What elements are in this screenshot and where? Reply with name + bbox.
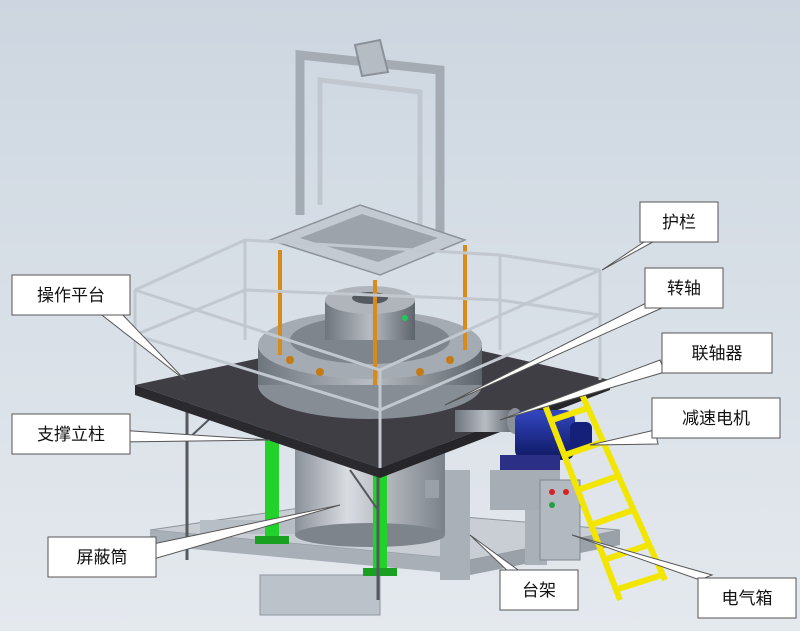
label-coupling: 联轴器 [692, 344, 743, 364]
label-shaft: 转轴 [667, 279, 701, 299]
lifting-frame [295, 38, 445, 250]
label-platform: 操作平台 [37, 286, 105, 306]
support-columns [185, 399, 397, 600]
callout-shield-cylinder: 屏蔽筒 [47, 504, 341, 578]
callout-guardrail: 护栏 [601, 201, 719, 271]
callout-shaft: 转轴 [444, 267, 724, 406]
callout-stand: 台架 [469, 534, 579, 611]
coupling [455, 408, 523, 434]
label-electric-box: 电气箱 [722, 589, 773, 609]
turntable [258, 286, 482, 419]
callout-electric-box: 电气箱 [571, 534, 797, 619]
guardrail [133, 238, 602, 468]
label-guardrail: 护栏 [662, 213, 696, 233]
label-shield-cylinder: 屏蔽筒 [77, 548, 128, 568]
label-reducer-motor: 减速电机 [682, 409, 750, 429]
callout-support-column: 支撑立柱 [11, 413, 271, 455]
callout-coupling: 联轴器 [499, 332, 773, 421]
label-support-column: 支撑立柱 [37, 425, 105, 445]
callout-platform: 操作平台 [11, 274, 186, 381]
electric-box [539, 479, 581, 561]
callout-reducer-motor: 减速电机 [589, 397, 781, 446]
label-stand: 台架 [522, 581, 556, 601]
